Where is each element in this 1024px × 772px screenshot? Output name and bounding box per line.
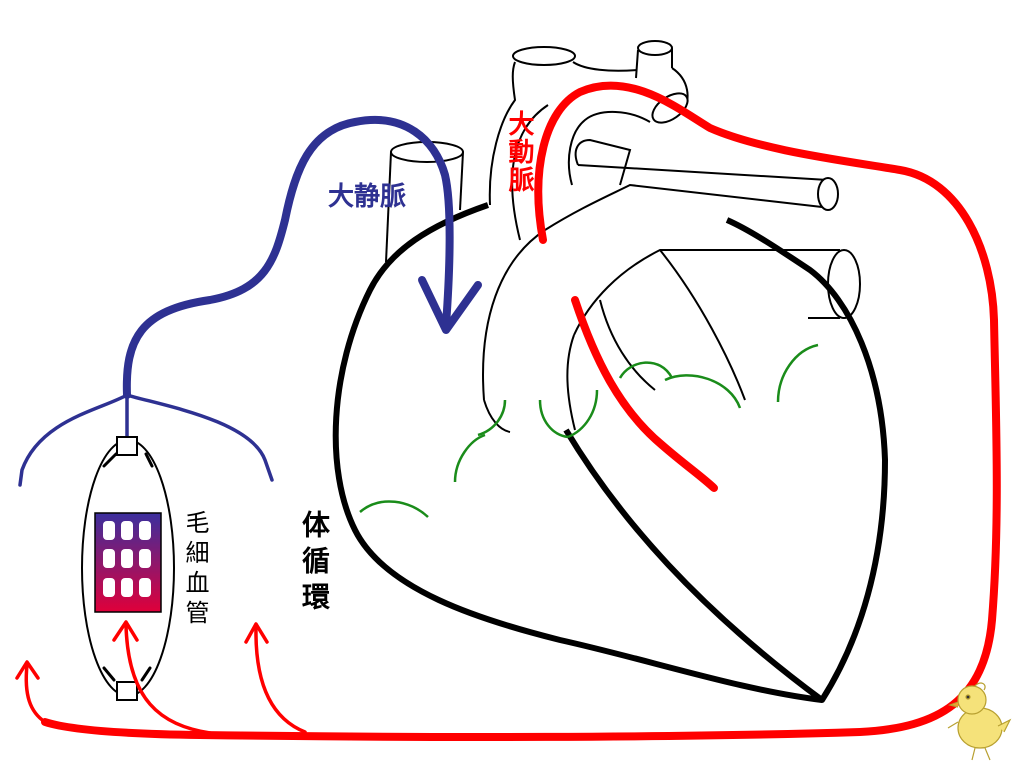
heart-outline [332,202,888,703]
chick-mascot-icon [947,682,1012,761]
vena-cava-vessel [122,116,482,399]
capillary-label: 毛細血管 [181,510,209,630]
heart-valves [359,343,819,518]
aortic-arch-outline [488,40,689,241]
aorta-vessel [41,81,1001,741]
vena-cava-tube [385,141,464,263]
vena-cava-label: 大静脈 [328,182,407,212]
systemic-circulation-label: 体循環 [298,510,331,618]
capillary-unit [81,436,175,701]
aorta-label: 大動脈 [504,110,534,194]
artery-branches [15,620,307,735]
